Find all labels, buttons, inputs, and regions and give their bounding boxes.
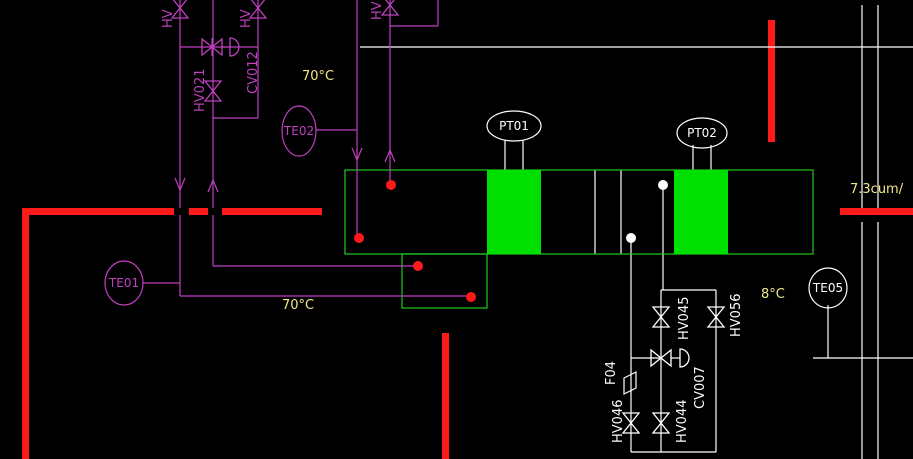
pt02-bubble[interactable] [676, 117, 728, 149]
cv012-control-valve-icon[interactable] [201, 37, 240, 57]
air-handling-unit [344, 169, 814, 309]
sensor-dot[interactable] [354, 233, 364, 243]
hv045-label: HV045 [677, 297, 692, 340]
drain-box [401, 253, 488, 309]
cv007-control-valve-icon[interactable] [650, 348, 690, 368]
f04-label: F04 [604, 361, 619, 385]
wall-left-horizontal [22, 208, 174, 215]
cv007-label: CV007 [693, 366, 708, 409]
hv044-label: HV044 [675, 400, 690, 443]
flow-up-arrow [384, 148, 396, 163]
pt01-label: PT01 [499, 119, 529, 133]
hot-water-valves [171, 0, 399, 102]
chilled-water-valves [622, 306, 725, 434]
supply-temp-top: 70°C [302, 69, 334, 84]
hv021-label: HV021 [193, 69, 208, 112]
hot-water-piping [143, 0, 471, 297]
hv-top-mid-label: HV [370, 1, 385, 20]
sensor-points [354, 180, 668, 302]
te01-label: TE01 [108, 276, 139, 290]
pt02-label: PT02 [687, 126, 717, 140]
te01-bubble[interactable] [104, 260, 144, 306]
wall-break-segment [189, 208, 208, 215]
instrument-bubbles [104, 105, 848, 309]
flow-arrows [174, 147, 396, 193]
cooling-coil [674, 170, 728, 254]
cv012-label: CV012 [246, 51, 261, 94]
hv056-label: HV056 [729, 294, 744, 337]
chilled-temp: 8°C [761, 287, 785, 302]
airflow-readout: 7.3cum/ [850, 182, 904, 197]
flow-down-arrow [351, 147, 363, 162]
flow-up-arrow [207, 178, 219, 193]
sensor-dot[interactable] [386, 180, 396, 190]
sensor-dot[interactable] [466, 292, 476, 302]
wall-left-vertical [22, 208, 29, 459]
heating-coil [487, 170, 541, 254]
te05-label: TE05 [812, 281, 843, 295]
sensor-dot[interactable] [413, 261, 423, 271]
pt01-bubble[interactable] [486, 110, 542, 142]
hv-top-left-2-label: HV [239, 9, 254, 28]
te02-bubble[interactable] [281, 105, 317, 157]
ahu-casing [344, 169, 814, 255]
wall-lines [22, 20, 913, 459]
hv-top-left-1-label: HV [161, 9, 176, 28]
wall-right-horizontal [840, 208, 913, 215]
wall-bottom-post [442, 333, 449, 459]
hv046-label: HV046 [611, 400, 626, 443]
te02-label: TE02 [283, 124, 314, 138]
wall-top-right-post [768, 20, 775, 142]
wall-mid-horizontal [222, 208, 322, 215]
white-lines [360, 5, 913, 459]
flow-down-arrow [174, 177, 186, 192]
f04-filter-icon[interactable] [623, 371, 637, 395]
supply-temp-bottom: 70°C [282, 298, 314, 313]
sensor-dot[interactable] [658, 180, 668, 190]
sensor-dot[interactable] [626, 233, 636, 243]
te05-bubble[interactable] [808, 267, 848, 309]
